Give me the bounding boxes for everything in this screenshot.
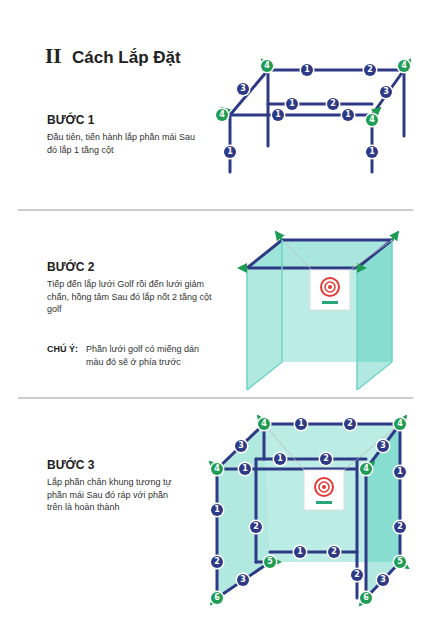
step-text: Lắp phần chân khung tương tự phần mái Sa…: [47, 476, 175, 514]
callout-number: 5: [264, 556, 276, 568]
callout-number: 1: [286, 98, 298, 110]
callout-number: 1: [211, 504, 223, 516]
callout-number: 4: [211, 463, 223, 475]
divider: [18, 398, 413, 399]
callout-number: 1: [342, 109, 354, 121]
callout-number: 2: [328, 546, 340, 558]
callout-number: 1: [394, 466, 406, 478]
callout-number: 1: [239, 463, 251, 475]
target-sheet: [282, 240, 392, 310]
callout-number: 2: [320, 453, 332, 465]
roof-frame: [230, 70, 404, 172]
callout-number: 6: [360, 592, 372, 604]
divider: [18, 210, 413, 211]
callout-number: 2: [211, 556, 223, 568]
callout-number: 6: [211, 592, 223, 604]
callout-number: 4: [398, 60, 410, 72]
golf-net: [239, 232, 398, 390]
callout-number: 1: [274, 453, 286, 465]
callout-number: 4: [366, 114, 378, 126]
step-text: Phần lưới golf có miếng dán màu đỏ sẽ ở …: [86, 343, 216, 368]
callout-number: 3: [377, 440, 389, 452]
callout-number: 4: [216, 109, 228, 121]
callout-number: 3: [380, 86, 392, 98]
callout-number: 2: [351, 569, 363, 581]
callout-number: 3: [235, 440, 247, 452]
callout-number: 1: [366, 146, 378, 158]
callout-number: 2: [250, 521, 262, 533]
joint-arrow: [222, 60, 410, 115]
note-label: CHÚ Ý:: [47, 343, 78, 356]
full-frame: [210, 416, 408, 605]
callout-number: 4: [394, 418, 406, 430]
section-number: II: [45, 46, 61, 67]
step-heading: BƯỚC 1: [47, 114, 95, 127]
callout-number: 2: [344, 418, 356, 430]
callout-number: 2: [364, 64, 376, 76]
section-title: Cách Lắp Đặt: [72, 49, 181, 68]
callout-number: 5: [394, 556, 406, 568]
callout-number: 4: [360, 463, 372, 475]
step-text: Đầu tiên, tiến hành lắp phần mái Sau đó …: [47, 131, 197, 156]
target-sheet: [264, 424, 400, 510]
step-heading: BƯỚC 2: [47, 261, 95, 274]
callout-number: 2: [394, 521, 406, 533]
callout-number: 3: [377, 574, 389, 586]
step-text: Tiếp đến lắp lưới Golf rồi đến lưới giảm…: [47, 278, 215, 316]
callout-number: 4: [261, 60, 273, 72]
callout-number: 1: [272, 109, 284, 121]
callout-number: 1: [295, 418, 307, 430]
callout-number: 2: [327, 98, 339, 110]
callout-number: 3: [237, 83, 249, 95]
callout-number: 4: [258, 418, 270, 430]
step-heading: BƯỚC 3: [47, 459, 95, 472]
callout-number: 3: [237, 574, 249, 586]
callout-number: 1: [224, 146, 236, 158]
callout-number: 1: [294, 546, 306, 558]
callout-number: 1: [301, 64, 313, 76]
